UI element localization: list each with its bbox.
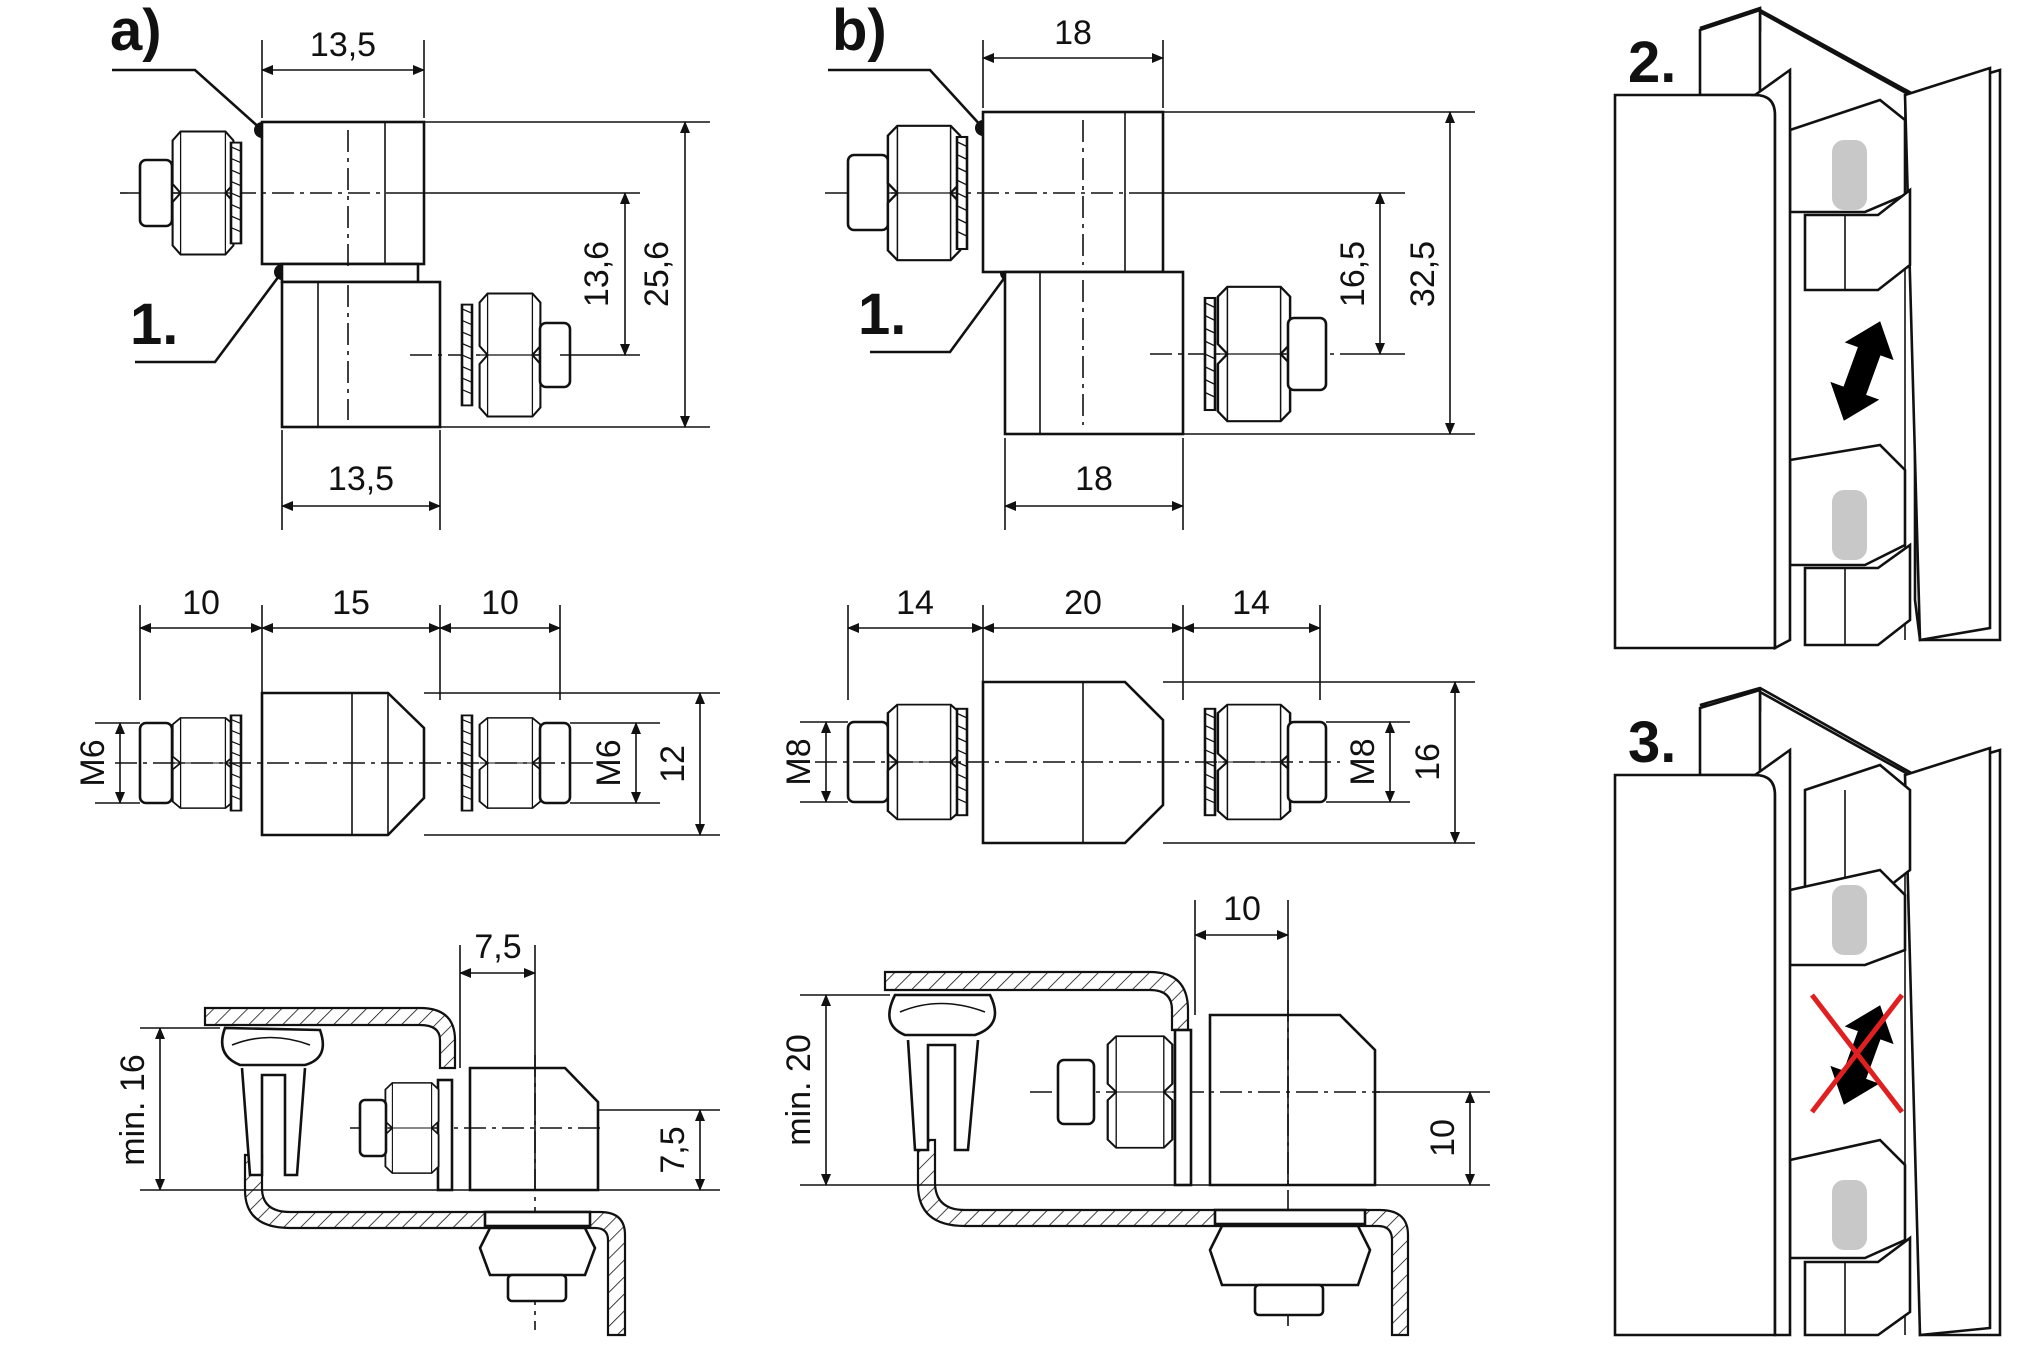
dim-b-nut-left: 14 — [896, 584, 934, 622]
door-seal-profile — [220, 1026, 325, 1067]
leader-line — [135, 271, 284, 364]
dim-a-bottom-width: 13,5 — [328, 460, 394, 498]
variant-b-front-view: b) 1. 18 18 16,5 32,5 — [825, 0, 1475, 530]
label-step-3: 3. — [1628, 710, 1676, 775]
dim-b-total-height: 32,5 — [1404, 241, 1442, 307]
dim-a-total-height: 25,6 — [638, 241, 676, 307]
hinge-pin — [1832, 490, 1867, 560]
dim-b-thread-right: M8 — [1344, 738, 1382, 785]
dim-b-min-clearance: min. 20 — [780, 1034, 818, 1146]
label-step-1-a: 1. — [130, 292, 178, 357]
hinge-pin — [1832, 885, 1867, 955]
dim-b-pin-distance: 10 — [1223, 890, 1261, 928]
hinge-pin — [1832, 1180, 1867, 1250]
door-panel — [1613, 773, 1777, 1337]
variant-b-installation-section: 10 min. 20 10 — [780, 890, 1490, 1337]
dim-a-nut-left: 10 — [182, 584, 220, 622]
dim-b-pin-offset: 16,5 — [1334, 241, 1372, 307]
label-step-1-b: 1. — [858, 282, 906, 347]
dim-a-pin-distance: 7,5 — [474, 928, 521, 966]
dim-b-nut-right: 14 — [1232, 584, 1270, 622]
hinge-body-installed — [1208, 1013, 1377, 1187]
variant-a-installation-section: 7,5 min. 16 7,5 — [114, 928, 720, 1337]
label-variant-a: a) — [110, 0, 162, 63]
door-seal-profile — [888, 993, 997, 1037]
upper-hinge-leaf — [981, 110, 1165, 274]
dim-b-body-length: 20 — [1064, 584, 1102, 622]
dim-b-body-height: 16 — [1409, 743, 1447, 781]
variant-a-top-view: 10 15 10 M6 M6 12 — [74, 584, 720, 837]
dim-a-pin-offset: 13,6 — [578, 241, 616, 307]
hinge-body-top-view — [260, 691, 426, 837]
dim-a-body-length: 15 — [332, 584, 370, 622]
dim-a-thread-left: M6 — [74, 739, 112, 786]
dim-a-body-height: 12 — [654, 745, 692, 783]
cabinet-frame-section — [243, 1153, 627, 1337]
dim-b-top-width: 18 — [1054, 14, 1092, 52]
dim-a-nut-right: 10 — [481, 584, 519, 622]
leader-line — [112, 68, 263, 131]
forbidden-move-icon — [1810, 993, 1904, 1114]
step-3-illustration: 3. — [1613, 686, 2002, 1337]
dim-a-thread-right: M6 — [590, 739, 628, 786]
dim-a-pin-height: 7,5 — [654, 1126, 692, 1173]
hinge-pin — [1832, 140, 1867, 210]
dim-b-thread-left: M8 — [780, 738, 818, 785]
dim-a-min-clearance: min. 16 — [114, 1054, 152, 1166]
cabinet-frame-section — [916, 1138, 1410, 1337]
variant-a-front-view: a) 1. 13,5 13,5 — [110, 0, 710, 530]
lower-hinge-leaf — [1003, 270, 1185, 436]
move-double-arrow-icon — [1830, 321, 1894, 421]
door-panel-section — [203, 1006, 457, 1070]
dim-a-top-width: 13,5 — [310, 26, 376, 64]
hinge-body-installed — [468, 1066, 600, 1192]
variant-b-top-view: 14 20 14 M8 M8 16 — [780, 584, 1475, 845]
dim-b-bottom-width: 18 — [1075, 460, 1113, 498]
step-2-illustration: 2. — [1613, 6, 2002, 651]
label-step-2: 2. — [1628, 30, 1676, 95]
label-variant-b: b) — [832, 0, 887, 63]
door-panel — [1613, 93, 1777, 650]
dim-b-pin-height: 10 — [1424, 1119, 1462, 1157]
